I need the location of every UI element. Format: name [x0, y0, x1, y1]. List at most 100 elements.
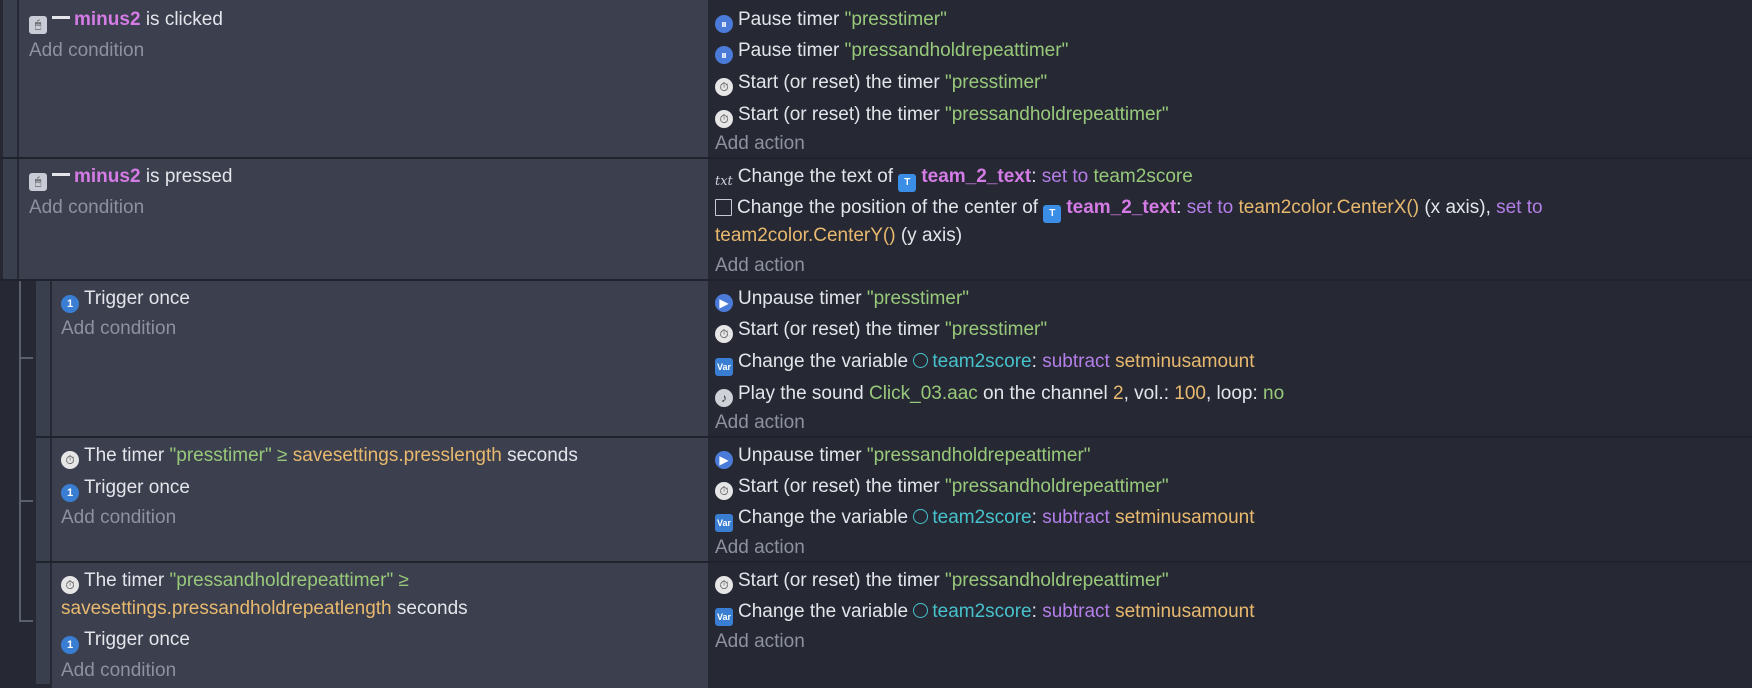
subevent-pressandholdrepeattimer[interactable]: ⏱The timer "pressandholdrepeattimer" ≥ s…	[0, 563, 1752, 688]
label: on the channel	[983, 383, 1108, 404]
clock-icon: ⏱	[715, 78, 733, 96]
add-action-link[interactable]: Add action	[715, 255, 805, 276]
add-action-link[interactable]: Add action	[715, 631, 805, 652]
add-action-link[interactable]: Add action	[715, 537, 805, 558]
condition-text: The timer	[84, 445, 165, 466]
volume-value: 100	[1174, 383, 1206, 404]
clock-icon: ⏱	[715, 325, 733, 343]
add-condition-link[interactable]: Add condition	[61, 660, 177, 681]
unit: seconds	[396, 598, 468, 619]
action-row-continuation[interactable]: team2color.CenterY() (y axis)	[715, 222, 962, 250]
channel-value: 2	[1113, 383, 1124, 404]
global-variable-icon	[913, 603, 929, 618]
clock-icon: ⏱	[715, 482, 733, 500]
add-action-link[interactable]: Add action	[715, 412, 805, 433]
pause-timer-icon: ⏸	[715, 15, 733, 33]
condition-row-continuation[interactable]: savesettings.pressandholdrepeatlength se…	[61, 595, 468, 623]
action-row[interactable]: ⏸Pause timer "pressandholdrepeattimer"	[715, 37, 1068, 65]
action-row[interactable]: ⏱Start (or reset) the timer "presstimer"	[715, 69, 1047, 97]
condition-text: The timer	[84, 570, 165, 591]
tree-line	[19, 500, 33, 502]
action-row[interactable]: ⏱Start (or reset) the timer "pressandhol…	[715, 473, 1169, 501]
action-row[interactable]: ⏱Start (or reset) the timer "presstimer"	[715, 316, 1047, 344]
conditions-panel[interactable]: 🖱minus2 is pressed Add condition	[19, 159, 708, 281]
event-rail[interactable]	[3, 0, 17, 159]
variable-name: team2score	[932, 351, 1032, 372]
action-text: Start (or reset) the timer	[738, 72, 940, 93]
add-condition-link[interactable]: Add condition	[29, 197, 145, 218]
timer-name: "pressandholdrepeattimer"	[944, 570, 1169, 591]
action-text: Change the variable	[738, 351, 909, 372]
variable-name: team2score	[932, 601, 1032, 622]
add-condition-link[interactable]: Add condition	[29, 40, 145, 61]
axis-label: (x axis),	[1424, 197, 1491, 218]
action-row[interactable]: ⏱Start (or reset) the timer "pressandhol…	[715, 567, 1169, 595]
add-condition-link[interactable]: Add condition	[61, 318, 177, 339]
operator: ≥	[398, 570, 409, 591]
global-variable-icon	[913, 353, 929, 368]
condition-row[interactable]: 🖱minus2 is pressed	[29, 163, 232, 191]
event-rail[interactable]	[3, 159, 17, 281]
clock-icon: ⏱	[715, 576, 733, 594]
conditions-panel[interactable]: ⏱The timer "pressandholdrepeattimer" ≥ s…	[52, 563, 708, 688]
action-row[interactable]: ▶Unpause timer "presstimer"	[715, 285, 969, 313]
operator: subtract	[1042, 601, 1110, 622]
add-action-link[interactable]: Add action	[715, 133, 805, 154]
operator: set to	[1496, 197, 1543, 218]
action-text: Change the variable	[738, 507, 909, 528]
operator: ≥	[276, 445, 288, 466]
object-name: team_2_text	[1066, 197, 1177, 218]
variable-icon: Var	[715, 608, 733, 626]
action-row[interactable]: ♪Play the sound Click_03.aac on the chan…	[715, 380, 1284, 408]
conditions-panel[interactable]: ⏱The timer "presstimer" ≥ savesettings.p…	[52, 438, 708, 563]
actions-panel[interactable]: ▶Unpause timer "pressandholdrepeattimer"…	[708, 438, 1752, 563]
subevent-presstimer[interactable]: ⏱The timer "presstimer" ≥ savesettings.p…	[0, 438, 1752, 563]
add-condition-link[interactable]: Add condition	[61, 507, 177, 528]
action-text: Pause timer	[738, 9, 840, 30]
action-row[interactable]: ⏱Start (or reset) the timer "pressandhol…	[715, 101, 1169, 129]
unpause-timer-icon: ▶	[715, 294, 733, 312]
timer-name: "pressandholdrepeattimer"	[844, 40, 1069, 61]
event-rail[interactable]	[36, 563, 50, 684]
condition-row[interactable]: ⏱The timer "presstimer" ≥ savesettings.p…	[61, 442, 578, 470]
condition-row[interactable]: 🖱minus2 is clicked	[29, 6, 223, 34]
object-name: minus2	[74, 9, 141, 30]
actions-panel[interactable]: ⏸Pause timer "presstimer" ⏸Pause timer "…	[708, 0, 1752, 157]
expression: team2color.CenterX()	[1238, 197, 1420, 218]
actions-panel[interactable]: ⏱Start (or reset) the timer "pressandhol…	[708, 563, 1752, 684]
actions-panel[interactable]: ▶Unpause timer "presstimer" ⏱Start (or r…	[708, 281, 1752, 438]
sound-icon: ♪	[715, 389, 733, 407]
event-separator	[36, 561, 1752, 563]
text-object-icon: T	[1043, 205, 1062, 223]
expression: team2color.CenterY()	[715, 225, 896, 246]
action-text: Unpause timer	[738, 445, 862, 466]
tree-line	[19, 357, 33, 359]
action-text: Change the position of the center of	[737, 197, 1039, 218]
conditions-panel[interactable]: 🖱minus2 is clicked Add condition	[19, 0, 708, 159]
event-rail[interactable]	[36, 438, 50, 563]
condition-row[interactable]: ⏱The timer "pressandholdrepeattimer" ≥	[61, 567, 409, 595]
event-minus2-clicked[interactable]: 🖱minus2 is clicked Add condition ⏸Pause …	[0, 0, 1752, 159]
expression: savesettings.pressandholdrepeatlength	[61, 598, 392, 619]
dash-icon	[52, 173, 70, 176]
timer-name: "pressandholdrepeattimer"	[169, 570, 394, 591]
action-row[interactable]: ⏸Pause timer "presstimer"	[715, 6, 947, 34]
event-rail[interactable]	[36, 281, 50, 438]
unit: seconds	[507, 445, 578, 466]
object-name: minus2	[74, 166, 141, 187]
action-row[interactable]: ▶Unpause timer "pressandholdrepeattimer"	[715, 442, 1091, 470]
sound-file: Click_03.aac	[868, 383, 978, 404]
tree-line	[19, 620, 33, 622]
